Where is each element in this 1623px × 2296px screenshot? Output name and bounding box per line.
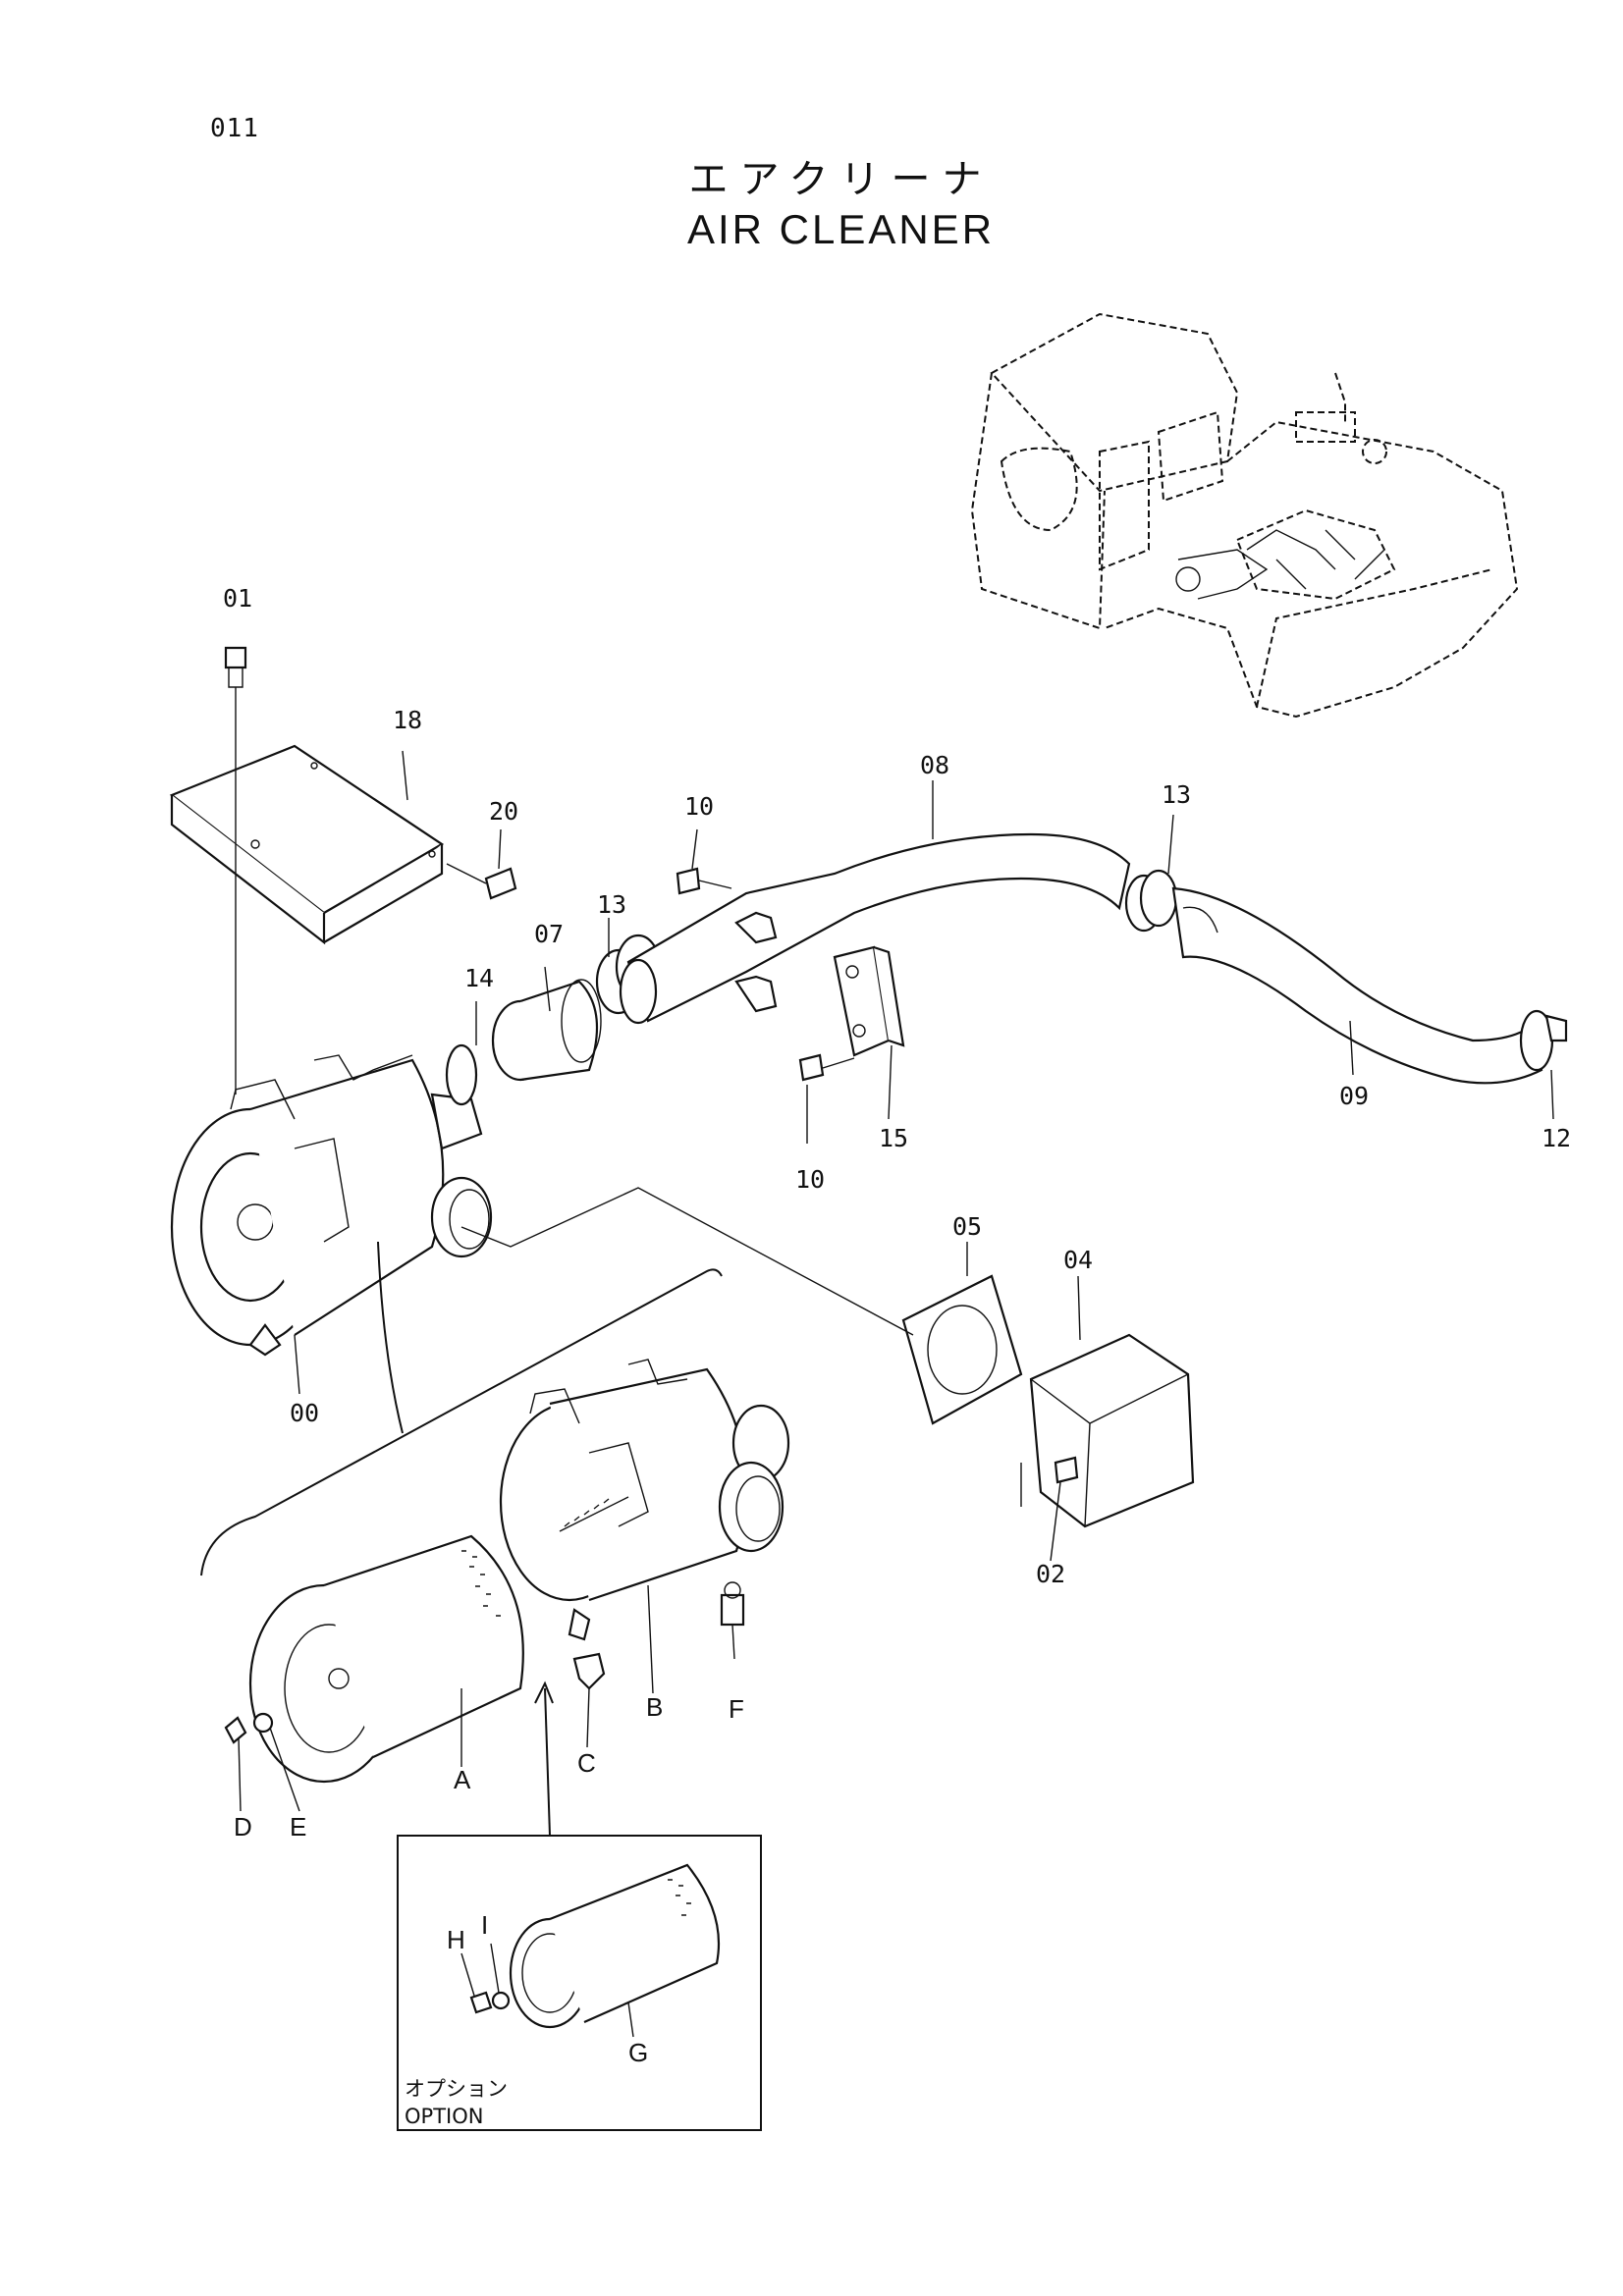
callout-20: 20: [489, 797, 518, 826]
callout-08: 08: [920, 751, 949, 779]
leader-B: [647, 1584, 654, 1694]
title-english: AIR CLEANER: [686, 206, 996, 252]
callout-04: 04: [1063, 1246, 1093, 1274]
leader-13b: [1167, 814, 1174, 875]
leader-line-outlet: [460, 1187, 914, 1336]
callout-D: D: [234, 1812, 252, 1842]
bracket-18: [169, 744, 445, 945]
bolt-02: [1054, 1456, 1079, 1484]
callout-B: B: [646, 1692, 663, 1722]
callout-10-upper: 10: [684, 792, 714, 821]
callout-H: H: [447, 1925, 465, 1954]
leader-07: [544, 966, 551, 1012]
leader-04: [1077, 1275, 1081, 1341]
cover-04: [1020, 1333, 1195, 1528]
callout-13-right: 13: [1162, 780, 1191, 809]
leader-00: [294, 1334, 300, 1395]
bolt-20: [446, 863, 517, 900]
washer-E: [252, 1712, 300, 1812]
option-arrow-head: [534, 1681, 554, 1704]
callout-10-lower: 10: [795, 1165, 825, 1194]
leader-09: [1349, 1020, 1354, 1076]
air-cleaner-assembly-00: [170, 1054, 493, 1357]
callout-A: A: [454, 1765, 471, 1794]
leader-18: [402, 750, 408, 801]
callout-09: 09: [1339, 1082, 1369, 1110]
option-label-en: OPTION: [405, 2105, 483, 2128]
bolt-10-lower: [798, 1053, 855, 1082]
title-japanese: エアクリーナ: [688, 157, 994, 202]
callout-E: E: [290, 1812, 306, 1842]
leader-line-exploded: [377, 1241, 404, 1434]
leader-12: [1550, 1069, 1554, 1120]
exploded-view-bracket: [200, 1268, 723, 1576]
pipe-08: [619, 832, 1131, 1025]
callout-G: G: [628, 2038, 648, 2067]
clamp-12: [1519, 1009, 1568, 1072]
option-arrow: [544, 1687, 551, 1837]
element-A: [248, 1534, 524, 1784]
callout-C: C: [577, 1748, 596, 1778]
indicator-F: [720, 1581, 745, 1660]
hose-09: [1171, 886, 1543, 1085]
option-washer-I: [490, 1943, 511, 2010]
hose-07-and-clamps: [445, 934, 662, 1106]
leader-02: [1050, 1481, 1061, 1562]
callout-00: 00: [290, 1399, 319, 1427]
callout-14: 14: [464, 964, 494, 992]
leader-20: [498, 828, 502, 870]
wing-nut-D: [224, 1716, 247, 1812]
leader-10a: [691, 828, 698, 870]
clamp-13-right: [1124, 869, 1178, 933]
housing-B: [499, 1359, 790, 1641]
callout-13-left: 13: [597, 890, 626, 919]
callout-18: 18: [393, 706, 422, 734]
callout-02: 02: [1036, 1560, 1065, 1588]
option-element-G: [509, 1863, 721, 2038]
option-box-frame: [397, 1835, 762, 2131]
excavator-overview-illustration: [970, 312, 1519, 719]
bracket-15: [833, 945, 905, 1057]
gasket-05: [901, 1274, 1023, 1425]
leader-15: [888, 1044, 893, 1120]
callout-F: F: [729, 1694, 744, 1724]
callout-05: 05: [952, 1212, 982, 1241]
page-number: 011: [210, 114, 259, 143]
callout-15: 15: [879, 1124, 908, 1152]
callout-07: 07: [534, 920, 564, 948]
callout-I: I: [481, 1910, 488, 1940]
bolt-10-upper: [676, 867, 732, 895]
option-nut-H: [460, 1952, 493, 2014]
callout-01: 01: [223, 584, 252, 613]
callout-12: 12: [1542, 1124, 1571, 1152]
valve-C: [572, 1652, 606, 1748]
bolt-01: [224, 646, 247, 1095]
option-label-jp: オプション: [405, 2077, 508, 2101]
